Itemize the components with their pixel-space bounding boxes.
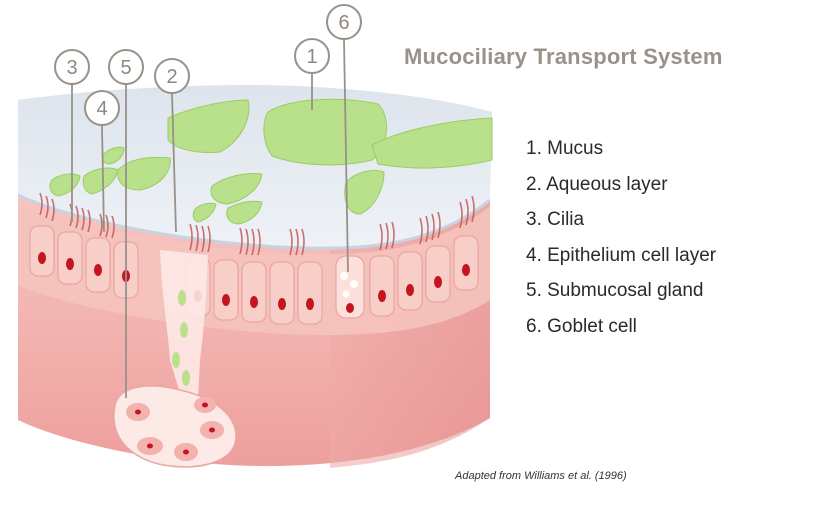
callout-4: 4 (85, 91, 119, 125)
callout-3: 3 (55, 50, 89, 84)
callout-2-label: 2 (166, 66, 177, 88)
callout-2: 2 (155, 59, 189, 93)
callout-6: 6 (327, 5, 361, 39)
legend-item-epithelium: 4. Epithelium cell layer (526, 243, 716, 279)
callout-5-label: 5 (120, 57, 131, 79)
callout-1-label: 1 (306, 46, 317, 68)
legend-item-goblet-cell: 6. Goblet cell (526, 314, 716, 350)
callout-3-label: 3 (66, 57, 77, 79)
callout-4-label: 4 (96, 98, 107, 120)
legend-item-cilia: 3. Cilia (526, 207, 716, 243)
goblet-cell (336, 256, 364, 318)
callout-6-label: 6 (338, 12, 349, 34)
diagram-title: Mucociliary Transport System (404, 44, 822, 70)
legend-item-aqueous-layer: 2. Aqueous layer (526, 172, 716, 208)
callout-1: 1 (295, 39, 329, 73)
legend-item-submucosal-gland: 5. Submucosal gland (526, 278, 716, 314)
legend-item-mucus: 1. Mucus (526, 136, 716, 172)
callout-5: 5 (109, 50, 143, 84)
legend-list: 1. Mucus 2. Aqueous layer 3. Cilia 4. Ep… (526, 136, 716, 349)
source-credit: Adapted from Williams et al. (1996) (455, 470, 627, 482)
